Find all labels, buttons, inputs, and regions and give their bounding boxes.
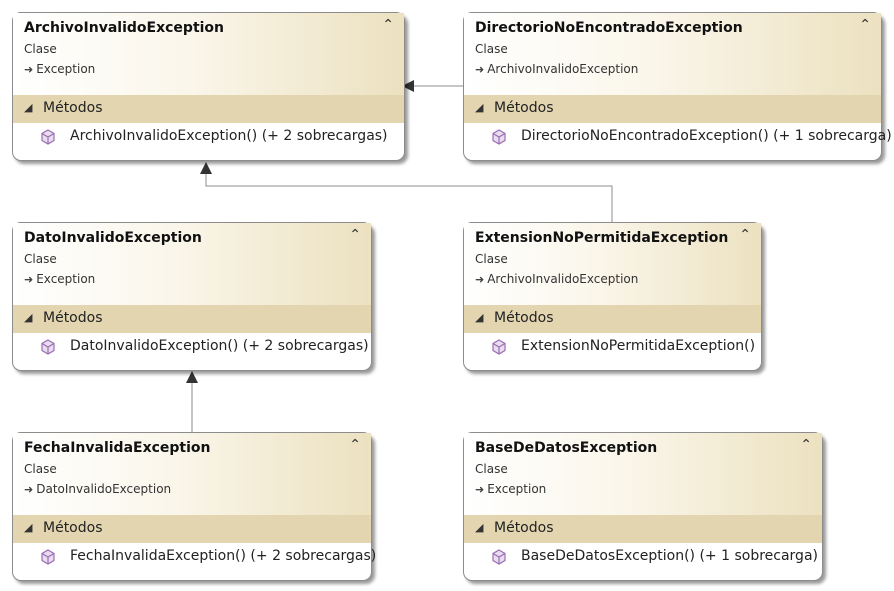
method-cube-icon xyxy=(492,339,506,355)
inherits-arrow-icon: ➜ xyxy=(475,483,485,496)
triangle-collapse-icon[interactable]: ◢ xyxy=(24,101,33,114)
method-signature: ArchivoInvalidoException() (+ 2 sobrecar… xyxy=(70,128,388,144)
base-class-label: ArchivoInvalidoException xyxy=(487,272,639,286)
class-kind: Clase xyxy=(475,252,508,266)
base-class-label: Exception xyxy=(36,62,96,76)
class-kind: Clase xyxy=(24,252,57,266)
triangle-collapse-icon[interactable]: ◢ xyxy=(475,311,484,324)
method-signature: DatoInvalidoException() (+ 2 sobrecargas… xyxy=(70,338,369,354)
base-class: ➜Exception xyxy=(24,272,95,286)
method-row[interactable]: DatoInvalidoException() (+ 2 sobrecargas… xyxy=(13,333,371,361)
method-signature: BaseDeDatosException() (+ 1 sobrecarga) xyxy=(521,548,818,564)
double-chevron-up-icon[interactable]: ⌃︎ xyxy=(800,437,812,453)
class-kind: Clase xyxy=(475,462,508,476)
class-box-extension-no-permitida[interactable]: ExtensionNoPermitidaException ⌃︎ Clase ➜… xyxy=(463,222,762,371)
methods-section-label: Métodos xyxy=(494,100,554,116)
class-header: BaseDeDatosException ⌃︎ Clase ➜Exception xyxy=(464,433,822,515)
methods-section-label: Métodos xyxy=(494,520,554,536)
class-title: DatoInvalidoException xyxy=(24,230,202,246)
method-signature: DirectorioNoEncontradoException() (+ 1 s… xyxy=(521,128,892,144)
class-header: DatoInvalidoException ⌃︎ Clase ➜Exceptio… xyxy=(13,223,371,305)
inheritance-arrowhead-dato-bottom xyxy=(186,371,198,383)
inheritance-arrowhead-archivo-right xyxy=(402,80,414,92)
methods-section-label: Métodos xyxy=(43,520,103,536)
method-row[interactable]: ExtensionNoPermitidaException() xyxy=(464,333,761,361)
methods-section-header[interactable]: ◢ Métodos xyxy=(13,305,371,333)
triangle-collapse-icon[interactable]: ◢ xyxy=(475,521,484,534)
class-title: ExtensionNoPermitidaException xyxy=(475,230,729,246)
class-title: BaseDeDatosException xyxy=(475,440,658,456)
base-class-label: DatoInvalidoException xyxy=(36,482,172,496)
base-class-label: ArchivoInvalidoException xyxy=(487,62,639,76)
class-header: ArchivoInvalidoException ⌃︎ Clase ➜Excep… xyxy=(13,13,404,95)
methods-section-header[interactable]: ◢ Métodos xyxy=(464,305,761,333)
method-cube-icon xyxy=(41,129,55,145)
method-row[interactable]: ArchivoInvalidoException() (+ 2 sobrecar… xyxy=(13,123,404,151)
class-box-base-de-datos[interactable]: BaseDeDatosException ⌃︎ Clase ➜Exception… xyxy=(463,432,823,581)
method-cube-icon xyxy=(492,549,506,565)
methods-section-label: Métodos xyxy=(494,310,554,326)
inherits-arrow-icon: ➜ xyxy=(24,273,34,286)
method-row[interactable]: BaseDeDatosException() (+ 1 sobrecarga) xyxy=(464,543,822,571)
double-chevron-up-icon[interactable]: ⌃︎ xyxy=(739,227,751,243)
method-signature: ExtensionNoPermitidaException() xyxy=(521,338,756,354)
triangle-collapse-icon[interactable]: ◢ xyxy=(475,101,484,114)
methods-section-label: Métodos xyxy=(43,310,103,326)
base-class: ➜ArchivoInvalidoException xyxy=(475,62,638,76)
method-signature: FechaInvalidaException() (+ 2 sobrecarga… xyxy=(70,548,377,564)
inherits-arrow-icon: ➜ xyxy=(24,483,34,496)
double-chevron-up-icon[interactable]: ⌃︎ xyxy=(349,227,361,243)
inherits-arrow-icon: ➜ xyxy=(24,63,34,76)
method-cube-icon xyxy=(41,339,55,355)
class-kind: Clase xyxy=(475,42,508,56)
base-class: ➜DatoInvalidoException xyxy=(24,482,171,496)
base-class-label: Exception xyxy=(36,272,96,286)
class-title: FechaInvalidaException xyxy=(24,440,211,456)
class-header: DirectorioNoEncontradoException ⌃︎ Clase… xyxy=(464,13,881,95)
class-header: FechaInvalidaException ⌃︎ Clase ➜DatoInv… xyxy=(13,433,371,515)
class-box-directorio-no-encontrado[interactable]: DirectorioNoEncontradoException ⌃︎ Clase… xyxy=(463,12,892,161)
double-chevron-up-icon[interactable]: ⌃︎ xyxy=(859,17,871,33)
methods-section-header[interactable]: ◢ Métodos xyxy=(13,515,371,543)
class-header: ExtensionNoPermitidaException ⌃︎ Clase ➜… xyxy=(464,223,761,305)
class-box-archivo-invalido[interactable]: ArchivoInvalidoException ⌃︎ Clase ➜Excep… xyxy=(12,12,405,161)
class-kind: Clase xyxy=(24,462,57,476)
double-chevron-up-icon[interactable]: ⌃︎ xyxy=(349,437,361,453)
method-row[interactable]: DirectorioNoEncontradoException() (+ 1 s… xyxy=(464,123,892,151)
inheritance-arrowhead-archivo-bottom xyxy=(200,162,212,174)
triangle-collapse-icon[interactable]: ◢ xyxy=(24,521,33,534)
base-class: ➜Exception xyxy=(475,482,546,496)
method-row[interactable]: FechaInvalidaException() (+ 2 sobrecarga… xyxy=(13,543,376,571)
methods-section-label: Métodos xyxy=(43,100,103,116)
inherits-arrow-icon: ➜ xyxy=(475,63,485,76)
class-title: DirectorioNoEncontradoException xyxy=(475,20,743,36)
methods-section-header[interactable]: ◢ Métodos xyxy=(13,95,404,123)
double-chevron-up-icon[interactable]: ⌃︎ xyxy=(382,17,394,33)
methods-section-header[interactable]: ◢ Métodos xyxy=(464,515,822,543)
class-title: ArchivoInvalidoException xyxy=(24,20,225,36)
class-kind: Clase xyxy=(24,42,57,56)
base-class-label: Exception xyxy=(487,482,547,496)
class-box-fecha-invalida[interactable]: FechaInvalidaException ⌃︎ Clase ➜DatoInv… xyxy=(12,432,376,581)
method-cube-icon xyxy=(41,549,55,565)
method-cube-icon xyxy=(492,129,506,145)
base-class: ➜ArchivoInvalidoException xyxy=(475,272,638,286)
inherits-arrow-icon: ➜ xyxy=(475,273,485,286)
base-class: ➜Exception xyxy=(24,62,95,76)
connector-extension-to-archivo xyxy=(205,174,613,222)
triangle-collapse-icon[interactable]: ◢ xyxy=(24,311,33,324)
class-box-dato-invalido[interactable]: DatoInvalidoException ⌃︎ Clase ➜Exceptio… xyxy=(12,222,372,371)
methods-section-header[interactable]: ◢ Métodos xyxy=(464,95,881,123)
